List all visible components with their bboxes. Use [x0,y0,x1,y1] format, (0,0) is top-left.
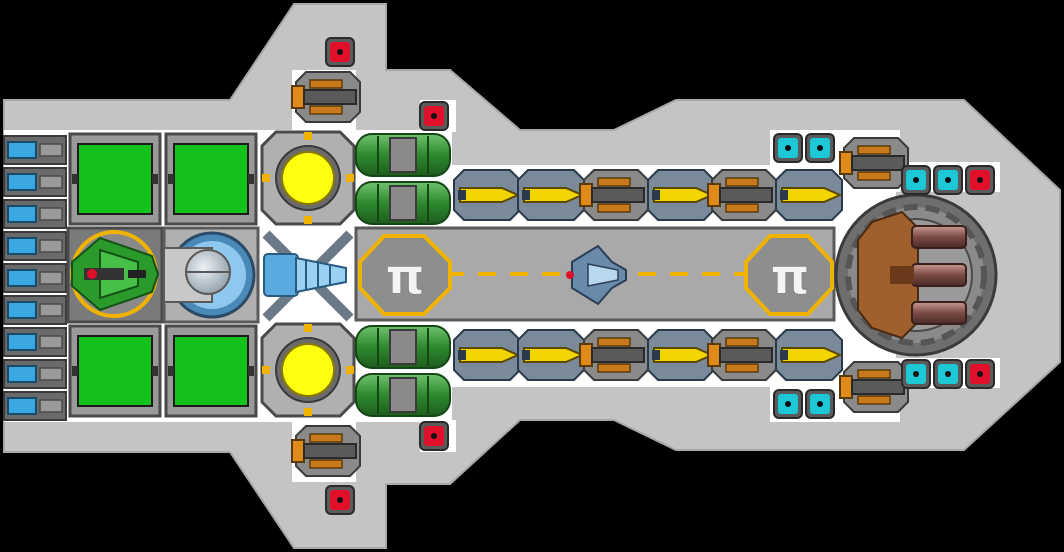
cargo-bay-group [68,132,258,418]
command-pod[interactable] [66,226,164,324]
weapon-rows [291,71,909,477]
orange-cannon[interactable] [839,137,909,189]
drill-module[interactable] [262,230,354,322]
cargo-bay[interactable] [68,132,162,226]
cyan-indicator [773,133,803,163]
orange-cannon[interactable] [291,71,361,123]
cargo-bay[interactable] [164,132,258,226]
red-indicator [419,421,449,451]
red-indicator [965,359,995,389]
fuel-tank[interactable] [355,373,451,417]
pad-glyph-left: π [385,248,425,306]
cyan-indicator [901,359,931,389]
orange-cannon[interactable] [579,169,649,221]
blue-drill-icon [263,253,347,297]
red-indicator [965,165,995,195]
cyan-indicator [901,165,931,195]
engine-thruster-column [3,135,67,421]
fuel-tank[interactable] [355,181,451,225]
runway: π π [354,226,836,322]
cyan-indicator [933,165,963,195]
engine-thruster[interactable] [3,295,67,325]
cyan-indicator [805,389,835,419]
engine-thruster[interactable] [3,231,67,261]
missile-turret[interactable] [453,329,521,381]
pad-glyph-right: π [770,248,810,306]
reactor[interactable] [260,130,356,226]
green-fighter-icon [71,236,160,312]
orange-cannon[interactable] [707,169,777,221]
orange-cannon[interactable] [291,425,361,477]
orange-cannon[interactable] [579,329,649,381]
fuel-tank[interactable] [355,325,451,369]
cargo-bay[interactable] [164,324,258,418]
main-cannon-turret[interactable] [834,193,998,357]
engine-thruster[interactable] [3,263,67,293]
cyan-indicator [773,389,803,419]
engine-thruster[interactable] [3,327,67,357]
engine-thruster[interactable] [3,391,67,421]
red-indicator [325,485,355,515]
reactor[interactable] [260,322,356,418]
orange-cannon[interactable] [839,361,909,413]
fuel-tank-group [355,133,451,417]
engine-thruster[interactable] [3,135,67,165]
missile-turret[interactable] [647,169,715,221]
missile-turret[interactable] [775,329,843,381]
missile-turret[interactable] [517,169,585,221]
landing-pad-right[interactable]: π [744,234,834,316]
interceptor-craft[interactable] [566,244,627,306]
landing-pad-left[interactable]: π [358,234,452,316]
missile-turret[interactable] [775,169,843,221]
triple-barrel-cannon-icon [857,210,967,340]
engine-thruster[interactable] [3,167,67,197]
red-indicator [419,101,449,131]
missile-turret[interactable] [453,169,521,221]
fuel-tank[interactable] [355,133,451,177]
engine-thruster[interactable] [3,359,67,389]
engine-thruster[interactable] [3,199,67,229]
core-dome-module[interactable] [162,226,260,324]
missile-turret[interactable] [647,329,715,381]
reactor-group [260,130,356,418]
orange-cannon[interactable] [707,329,777,381]
missile-turret[interactable] [517,329,585,381]
cargo-bay[interactable] [68,324,162,418]
cyan-indicator [933,359,963,389]
indicator-lights [325,37,995,515]
cyan-indicator [805,133,835,163]
red-indicator [325,37,355,67]
